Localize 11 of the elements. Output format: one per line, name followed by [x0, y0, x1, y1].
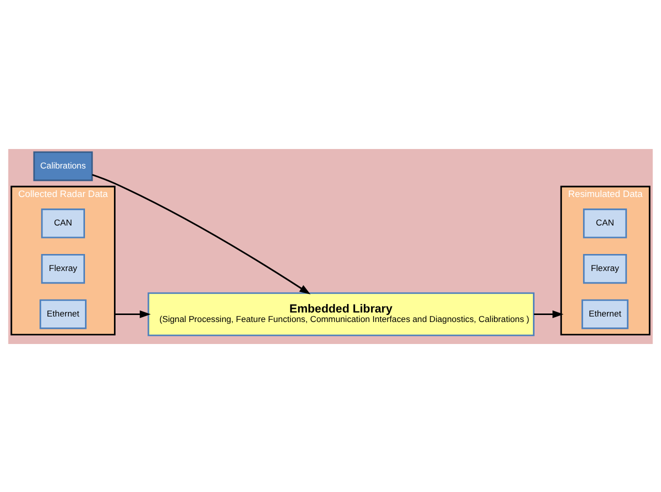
node-box: Embedded Library (Signal Processing, Feature Functions, Communication Interfaces and Diagnostics, Calibrations ): [148, 292, 534, 336]
node-box: CAN: [41, 208, 85, 238]
node-box: Ethernet: [40, 298, 87, 329]
arrow: [534, 310, 564, 318]
node-box: Flexray: [583, 253, 627, 284]
node-box: Calibrations: [33, 150, 93, 181]
node-box: CAN: [583, 208, 627, 238]
node-box: Ethernet: [582, 298, 628, 329]
node-box: Flexray: [41, 253, 85, 284]
arrow: [114, 310, 151, 318]
arrow: [92, 173, 310, 294]
